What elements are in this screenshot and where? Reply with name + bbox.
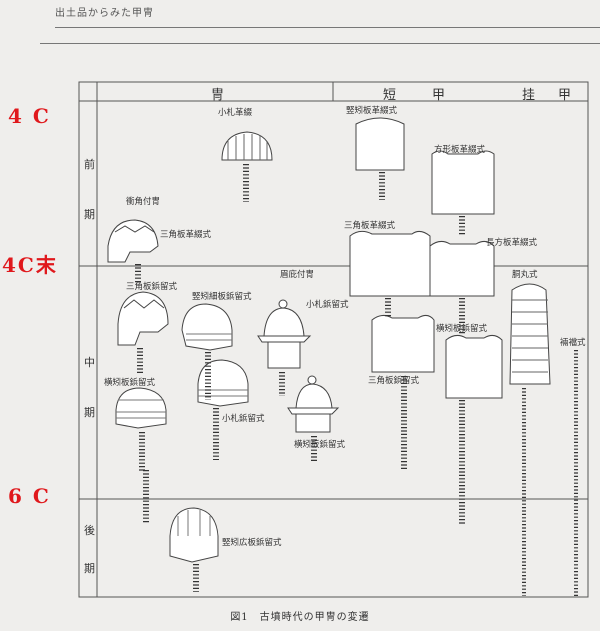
label-sankaku-byodome-helmet: 三角板鋲留式 [126,282,178,292]
duration-bars [135,164,465,592]
column-tanko-2: 甲 [432,88,448,103]
column-keiko-2: 甲 [558,88,574,103]
label-shokaku-tsuki: 衝角付冑 [126,197,161,207]
helmet-sankaku-kawatoji [107,219,159,263]
armor-yokohagi-byodome [445,334,503,399]
header-rule [55,27,600,28]
column-keiko-1: 挂 [522,88,538,103]
keiko-domaru [509,283,551,385]
keiko-duration-bars [522,350,578,596]
label-tatehagi-hiro: 竪矧広板鋲留式 [222,538,282,548]
label-tatehagi-kawatoji: 竪矧板革綴式 [346,106,398,116]
label-mabisashi-tsuki: 眉庇付冑 [280,270,315,280]
label-sankaku-kawatoji-armor: 三角板革綴式 [344,221,396,231]
armor-chohogata-kawatoji [429,240,495,297]
helmet-mabisashi [257,299,312,369]
period-early-2: 期 [84,208,95,221]
helmet-tatehagi-hosoita [181,303,233,351]
helmet-kozane-byodome [197,359,249,407]
column-tanko-1: 短 [383,88,399,103]
period-middle-1: 中 [84,356,95,369]
period-early-1: 前 [84,158,95,171]
label-sankaku-kawatoji-helmet: 三角板革綴式 [160,230,212,240]
period-late-2: 期 [84,562,95,575]
figure-caption: 図1 古墳時代の甲冑の変遷 [230,612,370,623]
helmet-tatehagi-hiroita [169,507,219,563]
label-tatehagi-hoso: 竪矧細板鋲留式 [192,292,252,302]
label-yokohagi-byodome-helmet: 横矧板鋲留式 [104,378,156,388]
period-late-1: 後 [84,524,95,537]
century-4c: 4 C [8,104,51,128]
label-ryoto: 裲襠式 [560,338,586,348]
armor-hogata-kawatoji [431,150,495,215]
label-yokohagi-byodome-2: 横矧板鋲留式 [294,440,346,450]
running-head: 出土品からみた甲冑 [55,8,154,19]
label-kozane-kawa: 小札革綴 [218,108,253,118]
label-chohogata-kawatoji: 長方板革綴式 [486,238,538,248]
helmet-sankaku-byodome [117,291,169,346]
helmet-yokohagi-mabisashi [287,375,340,433]
label-domaru: 胴丸式 [512,270,538,280]
label-yokohagi-byodome-armor: 横矧板鋲留式 [436,324,488,334]
column-helmet: 冑 [211,88,227,103]
label-kozane-byodome-2: 小札鋲留式 [222,414,265,424]
century-6c: 6 C [8,484,51,508]
period-middle-2: 期 [84,406,95,419]
armor-sankaku-byodome [371,314,435,373]
century-4c-end: 4C末 [2,253,58,277]
label-sankaku-byodome-armor: 三角板鋲留式 [368,376,420,386]
armor-sankaku-kawatoji [349,230,431,297]
helmet-kozane-kawatoji [221,131,273,161]
armor-tatehagi-kawatoji [355,117,405,171]
label-hogata-kawatoji: 方形板革綴式 [434,145,486,155]
helmet-yokohagi [115,387,167,429]
header-rule-lower [40,43,600,44]
label-kozane-byodome-1: 小札鋲留式 [306,300,349,310]
